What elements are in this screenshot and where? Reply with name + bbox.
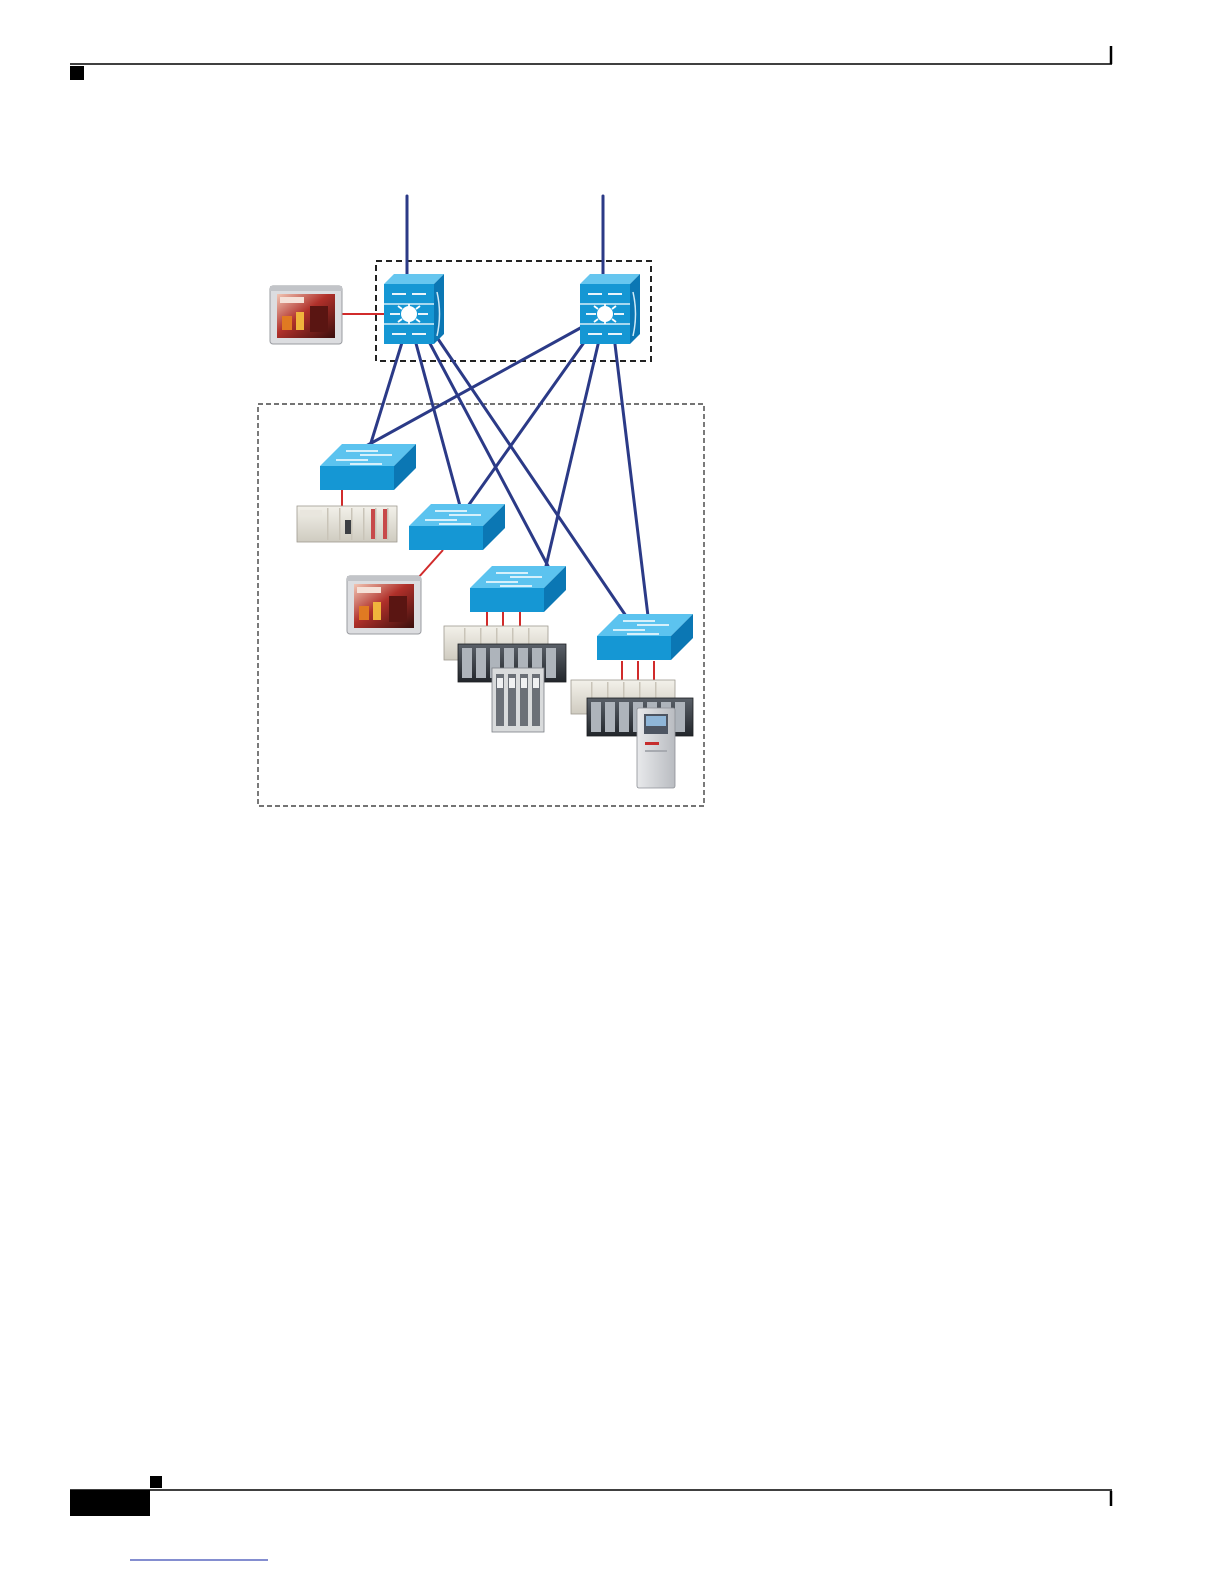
layer3-switch-icon (580, 274, 640, 344)
link-core2-access4 (614, 336, 648, 616)
hmi-touchscreen-icon (347, 576, 421, 634)
workgroup-switch-icon (470, 566, 566, 612)
page-header (70, 46, 1112, 80)
link-core2-access2 (468, 334, 590, 506)
ac-drive-icon (637, 708, 675, 788)
link-core2-access3 (546, 336, 600, 566)
workgroup-switch-icon (320, 444, 416, 490)
plc-rack-icon (297, 506, 397, 542)
network-links (366, 196, 648, 616)
hmi-touchscreen-icon (270, 286, 342, 344)
page-footer (70, 1476, 1112, 1560)
workgroup-switch-icon (409, 504, 505, 550)
distributed-io-icon (492, 668, 544, 732)
workgroup-switch-icon (597, 614, 693, 660)
link-access2-hmi2 (418, 550, 443, 578)
layer3-switch-icon (384, 274, 444, 344)
